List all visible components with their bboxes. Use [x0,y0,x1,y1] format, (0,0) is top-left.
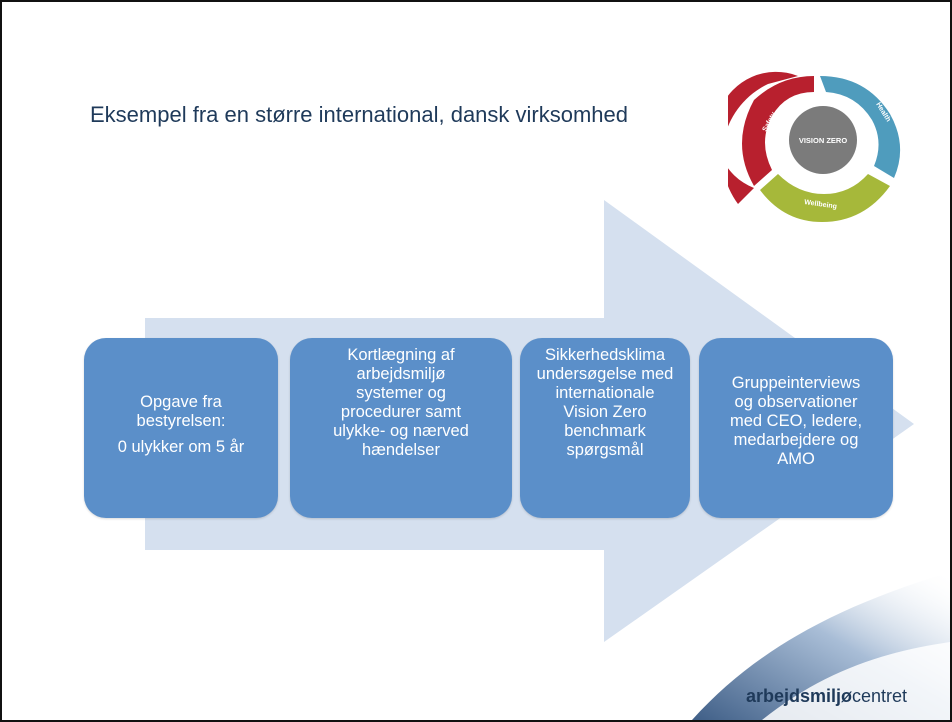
step-4-line: Gruppeinterviews [731,374,861,392]
safety-segment-inner [742,76,814,186]
step-3-line: benchmark [564,422,646,440]
vision-zero-label: VISION ZERO [799,136,848,145]
step-1-line: 0 ulykker om 5 år [117,438,245,456]
step-3-line: internationale [555,384,655,402]
step-3-line: Vision Zero [563,403,647,421]
step-box-4: Gruppeinterviews og observationer med CE… [699,338,893,518]
step-2-line: procedurer samt [340,403,462,421]
step-3-line: undersøgelse med [536,365,674,383]
step-4-line: medarbejdere og [733,431,859,449]
wellbeing-label: Wellbeing [804,199,838,211]
step-3-line: Sikkerhedsklima [544,346,666,364]
step-1-line: bestyrelsen: [136,412,226,430]
step-2-line: Kortlægning af [347,346,455,364]
step-box-3: Sikkerhedsklima undersøgelse med interna… [520,338,690,518]
step-2-line: hændelser [362,441,440,459]
step-4-line: med CEO, ledere, [729,412,863,430]
safety-segment [728,71,798,204]
brand-bold: arbejdsmiljø [746,686,853,706]
step-1-line: Opgave fra [140,393,222,411]
step-4-line: og observationer [734,393,858,411]
brand-logo: arbejdsmiljøcentret [746,686,907,707]
step-2-line: systemer og [356,384,446,402]
health-segment [820,76,901,178]
step-2-line: ulykke- og nærved [333,422,469,440]
vision-zero-center [789,106,857,174]
vision-zero-logo: VISION ZERO Safety Health Wellbeing [728,71,901,222]
wellbeing-segment [760,174,890,222]
step-2-line: arbejdsmiljø [356,365,446,383]
slide-title: Eksempel fra en større international, da… [90,102,629,127]
step-3-line: spørgsmål [566,441,644,459]
step-4-line: AMO [777,450,815,468]
step-box-1: Opgave fra bestyrelsen: 0 ulykker om 5 å… [84,338,278,518]
step-box-2: Kortlægning af arbejdsmiljø systemer og … [290,338,512,518]
brand-normal: centret [852,686,908,706]
